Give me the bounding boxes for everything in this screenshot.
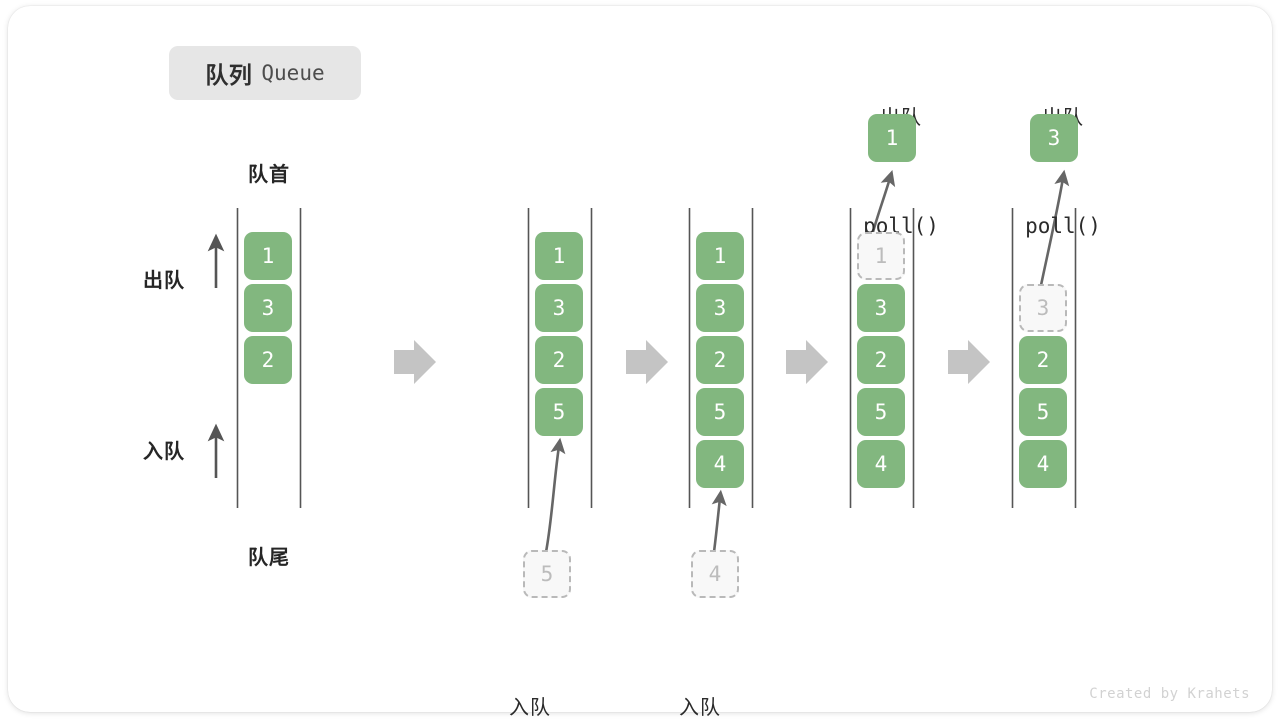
diagram-title-cn: 队列 [205, 62, 253, 88]
label-enqueue: 入队 [143, 441, 185, 463]
queue-cell: 3 [857, 284, 905, 332]
queue-cell: 3 [696, 284, 744, 332]
diagram-title-en: Queue [261, 61, 325, 85]
queue-cell-ghost: 1 [857, 232, 905, 280]
queue-cell: 5 [535, 388, 583, 436]
enqueue-curve-arrow-4-icon [711, 489, 727, 553]
rails-stage-poll-3 [1011, 208, 1077, 508]
watermark: Created by Krahets [1089, 686, 1250, 702]
queue-cell: 4 [696, 440, 744, 488]
op-label-cn: 入队 [509, 697, 551, 719]
queue-cell: 5 [696, 388, 744, 436]
dequeue-curve-arrow-3-icon [1038, 169, 1070, 291]
popped-cell: 3 [1030, 114, 1078, 162]
popped-cell: 1 [868, 114, 916, 162]
queue-cell: 1 [535, 232, 583, 280]
diagram-title-chip: 队列 Queue [169, 46, 361, 100]
label-dequeue: 出队 [143, 270, 185, 292]
incoming-ghost-cell: 4 [691, 550, 739, 598]
enqueue-curve-arrow-5-icon [544, 437, 566, 553]
op-label-offer-5: 入队 offer(5) [509, 618, 610, 720]
label-head: 队首 [248, 164, 290, 186]
op-label-poll-3: 出队 poll() [1019, 28, 1107, 316]
incoming-ghost-cell: 5 [523, 550, 571, 598]
queue-cell: 4 [1019, 440, 1067, 488]
rails-stage-poll-1 [849, 208, 915, 508]
queue-cell: 1 [244, 232, 292, 280]
queue-cell: 2 [535, 336, 583, 384]
queue-cell: 3 [535, 284, 583, 332]
flow-arrow-icon-4 [948, 340, 990, 384]
queue-cell-ghost: 3 [1019, 284, 1067, 332]
op-label-offer-4: 入队 offer(4) [679, 618, 780, 720]
flow-arrow-icon-3 [786, 340, 828, 384]
flow-arrow-icon-2 [626, 340, 668, 384]
op-label-code: poll() [1025, 214, 1101, 238]
queue-cell: 1 [696, 232, 744, 280]
queue-cell: 5 [1019, 388, 1067, 436]
queue-cell: 4 [857, 440, 905, 488]
op-label-cn: 入队 [679, 697, 721, 719]
flow-arrow-icon-1 [394, 340, 436, 384]
queue-cell: 2 [1019, 336, 1067, 384]
rails-stage-offer-5 [527, 208, 593, 508]
dequeue-curve-arrow-1-icon [871, 170, 896, 233]
rails-stage-offer-4 [688, 208, 754, 508]
queue-cell: 3 [244, 284, 292, 332]
rails-stage-initial [236, 208, 302, 508]
queue-cell: 2 [696, 336, 744, 384]
queue-cell: 2 [244, 336, 292, 384]
queue-cell: 2 [857, 336, 905, 384]
label-tail: 队尾 [248, 547, 290, 569]
queue-cell: 5 [857, 388, 905, 436]
